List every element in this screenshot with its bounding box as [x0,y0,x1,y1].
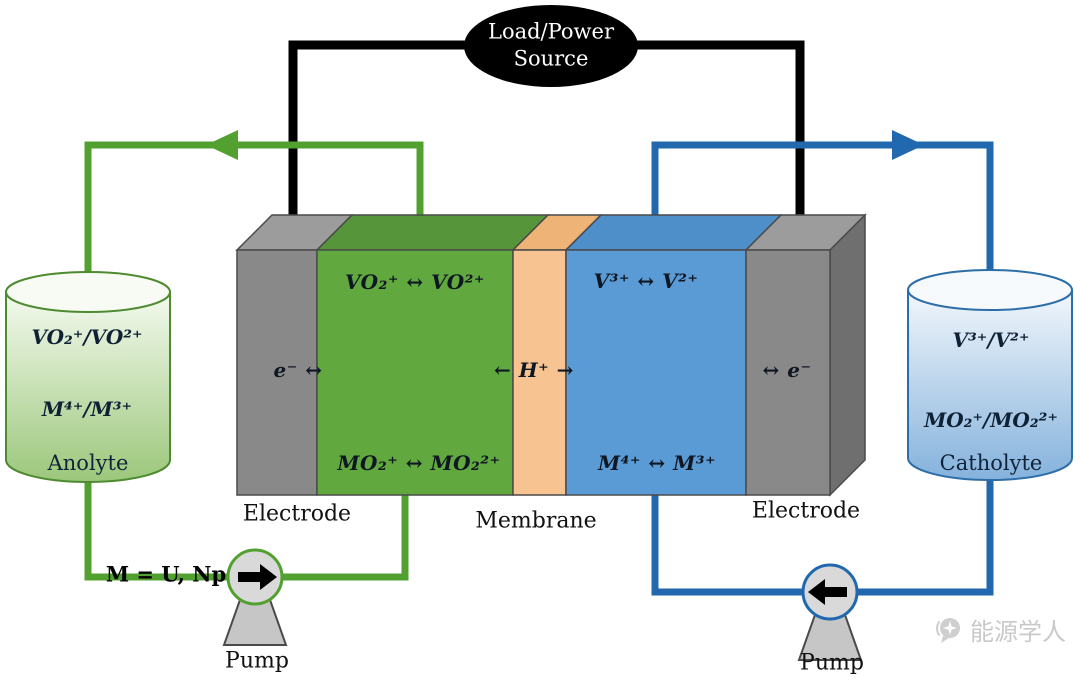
right-pump [797,563,863,661]
left-electrode-label: Electrode [242,501,352,527]
catholyte-species-2: MO₂⁺/MO₂²⁺ [924,408,1058,432]
load-power-line2: Source [513,47,589,71]
catholyte-tank [907,269,1073,481]
green-half-cell [316,249,514,496]
catholyte-tank-body [907,289,1073,481]
load-power-line1: Load/Power [488,19,614,44]
load-power-source-shape [464,5,638,87]
membrane-proton-transport: ← H⁺ → [494,358,574,382]
membrane-label: Membrane [475,508,597,534]
blue-bottom-reaction: M⁴⁺ ↔ M³⁺ [597,451,717,475]
anolyte-tank [5,271,171,483]
anolyte-label: Anolyte [47,451,129,475]
blue-top-reaction: V³⁺ ↔ V²⁺ [593,269,699,293]
green-bottom-reaction: MO₂⁺ ↔ MO₂²⁺ [337,451,501,475]
watermark: 能源学人 [933,612,1066,647]
blue-half-cell-top-face [564,214,783,251]
left-pump [222,548,288,646]
green-top-reaction: VO₂⁺ ↔ VO²⁺ [345,270,485,294]
anolyte-tank-body [5,291,171,483]
left-pump-flow-arrow-icon [238,564,277,590]
left-electrode [236,249,318,496]
load-power-source-label: Load/Power Source [488,19,614,74]
catholyte-flow-arrow-icon [892,130,924,160]
anolyte-species-1: VO₂⁺/VO²⁺ [31,325,143,349]
catholyte-species-1: V³⁺/V²⁺ [952,328,1030,352]
metal-definition-note: M = U, Np [105,561,227,587]
left-electron-transfer: e⁻ ↔ [273,358,323,382]
right-pump-flow-arrow-icon [808,579,847,605]
right-pump-label: Pump [800,650,864,676]
watermark-bubble-icon [936,617,960,643]
anolyte-flow-arrow-icon [206,130,238,160]
watermark-text: 能源学人 [970,618,1066,646]
blue-half-cell [565,249,747,496]
right-electrode-label: Electrode [751,498,861,524]
green-half-cell-top-face [315,214,550,251]
anolyte-tank-lid [5,271,171,313]
anolyte-pipe-top [84,141,424,300]
catholyte-tank-lid [907,269,1073,311]
catholyte-label: Catholyte [939,451,1043,475]
right-electron-transfer: ↔ e⁻ [762,358,812,382]
catholyte-pipe-top [651,141,994,300]
anolyte-species-2: M⁴⁺/M³⁺ [41,397,133,421]
right-electrode [745,249,831,496]
left-pump-label: Pump [225,648,289,674]
right-electrode-side-face [829,213,866,497]
